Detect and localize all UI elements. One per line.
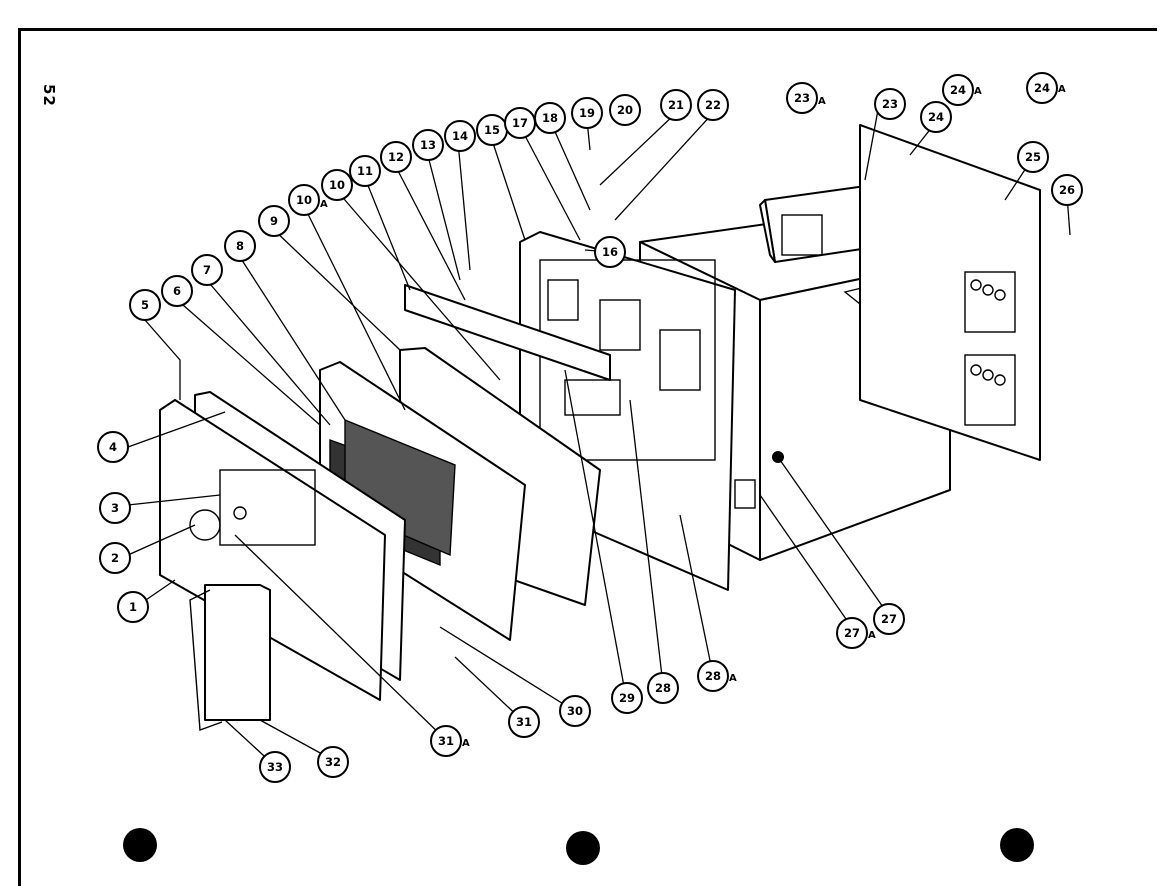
svg-text:19: 19 <box>579 106 595 120</box>
svg-text:4: 4 <box>109 440 117 454</box>
callout-5: 5 <box>129 289 161 321</box>
callout-32: 32 <box>317 746 349 778</box>
callout-10: 10 <box>321 169 353 201</box>
callout-22: 22 <box>697 89 729 121</box>
svg-text:24: 24 <box>928 110 944 124</box>
svg-text:8: 8 <box>236 239 244 253</box>
svg-text:21: 21 <box>668 98 684 112</box>
callout-4: 4 <box>97 431 129 463</box>
svg-text:31: 31 <box>516 715 532 729</box>
svg-text:22: 22 <box>705 98 721 112</box>
svg-text:11: 11 <box>357 164 373 178</box>
svg-text:28: 28 <box>705 669 721 683</box>
callout-16: 16 <box>594 236 626 268</box>
svg-text:33: 33 <box>267 760 283 774</box>
svg-text:29: 29 <box>619 691 635 705</box>
svg-text:26: 26 <box>1059 183 1075 197</box>
door-panels <box>159 284 611 731</box>
svg-text:17: 17 <box>512 116 528 130</box>
svg-text:9: 9 <box>270 214 278 228</box>
callout-26: 26 <box>1051 174 1083 206</box>
callout-29: 29 <box>611 682 643 714</box>
callout-28A: 28 A <box>697 660 737 692</box>
svg-text:A: A <box>462 738 470 749</box>
callout-9: 9 <box>258 205 290 237</box>
svg-text:A: A <box>320 199 328 210</box>
svg-text:A: A <box>974 86 982 97</box>
svg-text:16: 16 <box>602 245 618 259</box>
callout-1: 1 <box>117 591 149 623</box>
callout-17: 17 <box>504 107 536 139</box>
callout-31: 31 <box>508 706 540 738</box>
svg-text:31: 31 <box>438 734 454 748</box>
svg-text:6: 6 <box>173 284 181 298</box>
svg-text:27: 27 <box>881 612 897 626</box>
callout-12: 12 <box>380 141 412 173</box>
svg-text:18: 18 <box>542 111 558 125</box>
svg-text:28: 28 <box>655 681 671 695</box>
svg-text:30: 30 <box>567 704 583 718</box>
callout-11: 11 <box>349 155 381 187</box>
callout-15: 15 <box>476 114 508 146</box>
svg-text:10: 10 <box>329 178 345 192</box>
svg-text:A: A <box>868 630 876 641</box>
svg-text:3: 3 <box>111 501 119 515</box>
callout-10A: 10 A <box>288 184 328 216</box>
callout-7: 7 <box>191 254 223 286</box>
callout-24: 24 <box>920 101 952 133</box>
svg-text:5: 5 <box>141 298 149 312</box>
svg-text:13: 13 <box>420 138 436 152</box>
callout-23: 23 <box>874 88 906 120</box>
callout-13: 13 <box>412 129 444 161</box>
callout-28: 28 <box>647 672 679 704</box>
svg-text:7: 7 <box>203 263 211 277</box>
svg-text:25: 25 <box>1025 150 1041 164</box>
svg-text:24: 24 <box>950 83 966 97</box>
callout-33: 33 <box>259 751 291 783</box>
callout-24A-label: 24 A <box>1026 72 1066 104</box>
svg-text:24: 24 <box>1034 81 1050 95</box>
callout-21: 21 <box>660 89 692 121</box>
callout-14: 14 <box>444 120 476 152</box>
svg-text:A: A <box>729 673 737 684</box>
svg-text:10: 10 <box>296 193 312 207</box>
svg-text:A: A <box>1058 84 1066 95</box>
callout-6: 6 <box>161 275 193 307</box>
callout-18: 18 <box>534 102 566 134</box>
callout-2: 2 <box>99 542 131 574</box>
svg-text:20: 20 <box>617 103 633 117</box>
callout-leaders <box>127 109 1071 767</box>
callout-31A: 31 A <box>430 725 470 757</box>
svg-text:2: 2 <box>111 551 119 565</box>
binder-punch-holes <box>123 828 1034 865</box>
callout-23A: 23 A <box>786 82 826 114</box>
callout-30: 30 <box>559 695 591 727</box>
svg-text:14: 14 <box>452 129 468 143</box>
svg-text:15: 15 <box>484 123 500 137</box>
svg-text:23: 23 <box>882 97 898 111</box>
callout-27: 27 <box>873 603 905 635</box>
callout-20: 20 <box>609 94 641 126</box>
callout-24A-screw: 24 A <box>942 74 982 106</box>
callout-25: 25 <box>1017 141 1049 173</box>
svg-text:A: A <box>818 96 826 107</box>
callout-19: 19 <box>571 97 603 129</box>
svg-text:1: 1 <box>129 600 137 614</box>
svg-text:23: 23 <box>794 91 810 105</box>
callout-3: 3 <box>99 492 131 524</box>
svg-text:27: 27 <box>844 626 860 640</box>
callout-8: 8 <box>224 230 256 262</box>
svg-text:32: 32 <box>325 755 341 769</box>
callout-27A: 27 A <box>836 617 876 649</box>
svg-text:12: 12 <box>388 150 404 164</box>
